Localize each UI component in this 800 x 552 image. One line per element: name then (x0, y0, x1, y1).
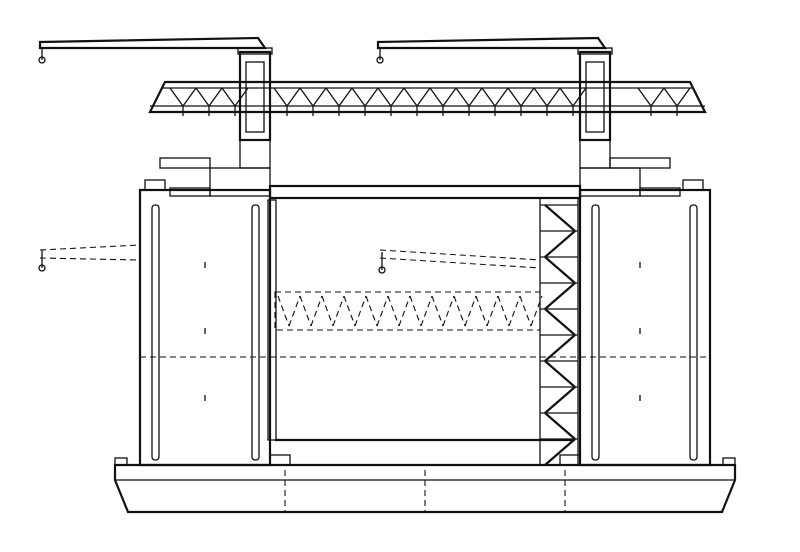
truss-diagonal (533, 87, 548, 107)
stair-flight (544, 412, 576, 440)
left-tower (138, 179, 272, 467)
stair-flight (544, 360, 576, 388)
truss-diagonal (481, 87, 496, 107)
stair-flight (544, 438, 576, 466)
top-deck (159, 139, 681, 200)
dashed-truss-diagonal (409, 295, 422, 327)
stair-tower (539, 197, 579, 466)
dashed-truss-diagonal (277, 295, 290, 327)
dashed-truss-diagonal (365, 295, 378, 327)
right-tower (578, 179, 712, 467)
dashed-truss-diagonal (453, 295, 466, 327)
truss-diagonal (299, 87, 314, 107)
left-upper-crane-boom (38, 36, 268, 64)
dashed-truss-diagonal (530, 295, 543, 327)
truss-diagonal (468, 87, 483, 107)
stair-flight (544, 334, 576, 362)
truss-diagonal (507, 87, 522, 107)
dashed-truss-diagonal (288, 295, 301, 327)
stair-flight (544, 282, 576, 310)
stair-flight (544, 308, 576, 336)
dashed-truss-diagonal (398, 295, 411, 327)
dashed-truss-diagonal (354, 295, 367, 327)
dashed-truss-diagonal (464, 295, 477, 327)
dashed-truss-diagonal (486, 295, 499, 327)
truss-diagonal (182, 87, 197, 107)
dashed-truss-diagonal (475, 295, 488, 327)
dashed-truss-diagonal (376, 295, 389, 327)
pontoon-base (113, 457, 737, 514)
truss-diagonal (377, 87, 392, 107)
truss-diagonal (169, 87, 184, 107)
dashed-truss-diagonal (332, 295, 345, 327)
stair-flight (544, 386, 576, 414)
truss-diagonal (338, 87, 353, 107)
dashed-truss-diagonal (442, 295, 455, 327)
truss-diagonal (195, 87, 210, 107)
truss-diagonal (273, 87, 288, 107)
dashed-truss-diagonal (420, 295, 433, 327)
truss-diagonal (351, 87, 366, 107)
truss-diagonal (325, 87, 340, 107)
truss-diagonal (416, 87, 431, 107)
truss-diagonal (520, 87, 535, 107)
left-lower-crane-boom (38, 244, 141, 272)
truss-diagonal (286, 87, 301, 107)
central-dock-opening (140, 197, 710, 466)
left-crane-column (237, 47, 273, 142)
dashed-truss-diagonal (519, 295, 532, 327)
right-upper-crane-boom (376, 36, 608, 64)
truss-diagonal (208, 87, 223, 107)
stair-flight (544, 256, 576, 284)
dashed-truss-diagonal (497, 295, 510, 327)
dashed-truss-diagonal (387, 295, 400, 327)
truss-diagonal (455, 87, 470, 107)
truss-diagonal (364, 87, 379, 107)
dashed-truss-diagonal (299, 295, 312, 327)
stair-flight (544, 230, 576, 258)
truss-diagonal (390, 87, 405, 107)
truss-diagonal (650, 87, 665, 107)
dashed-truss-diagonal (343, 295, 356, 327)
truss-diagonal (429, 87, 444, 107)
dashed-truss-diagonal (508, 295, 521, 327)
center-lower-crane-boom (378, 249, 541, 274)
lowered-truss-dashed (274, 291, 543, 331)
stair-flight (544, 204, 576, 232)
right-crane-column (577, 47, 613, 142)
truss-diagonal (312, 87, 327, 107)
truss-diagonal (663, 87, 678, 107)
dashed-truss-diagonal (310, 295, 323, 327)
truss-diagonal (559, 87, 574, 107)
truss-diagonal (403, 87, 418, 107)
truss-diagonal (637, 87, 652, 107)
gantry-truss (148, 80, 707, 116)
truss-diagonal (221, 87, 236, 107)
truss-diagonal (494, 87, 509, 107)
truss-diagonal (442, 87, 457, 107)
truss-diagonal (546, 87, 561, 107)
dashed-truss-diagonal (431, 295, 444, 327)
dashed-truss-diagonal (321, 295, 334, 327)
truss-diagonal (676, 87, 691, 107)
